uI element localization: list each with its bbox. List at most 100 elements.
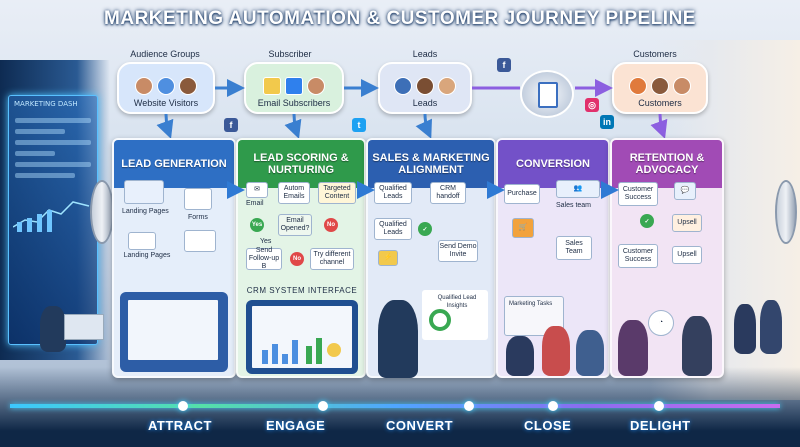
send-demo-invite-node: Send Demo Invite [438,240,478,262]
yes-badge: Yes [250,218,264,232]
qualified-leads-node-2: Qualified Leads [374,218,412,240]
yes-label: Yes [260,238,272,245]
customers-label: Customers [633,49,677,59]
purchase-node: Purchase [504,184,540,204]
facebook-icon: f [497,58,511,72]
journey-node [178,401,188,411]
website-visitors-caption: Website Visitors [133,98,199,108]
journey-engage: ENGAGE [266,418,326,433]
subscriber-label: Subscriber [268,49,312,59]
customers-caption: Customers [638,98,682,108]
team-member [682,316,712,376]
form-icon [184,188,212,210]
qualified-insights-card: Qualified Lead Insights [422,290,488,340]
screen-chart-icon [12,201,90,232]
journey-track [10,404,780,408]
screen-label: MARKETING DASH [14,100,78,108]
stage-lead-generation: LEAD GENERATION Landing Pages Forms Land… [112,138,236,378]
journey-node [318,401,328,411]
pipe-outlet [775,180,797,244]
upsell-node-2: Upsell [672,246,702,264]
avatar [629,77,647,95]
avatar [438,77,456,95]
stage-title: RETENTION & ADVOCACY [612,140,722,188]
avatar [673,77,691,95]
sales-team-node: Sales Team [556,236,592,260]
stage-title: SALES & MARKETING ALIGNMENT [368,140,494,188]
landing-page-icon [124,180,164,204]
pie-chart-icon: ◔ [648,310,674,336]
marketing-dashboard-screen: MARKETING DASH [8,95,98,345]
leads-bubble: Leads [378,62,472,114]
chat-bubble-icon: 💬 [674,182,696,200]
linkedin-icon: in [600,115,614,129]
avatar [416,77,434,95]
avatar [135,77,153,95]
crm-interface-screen [246,300,358,374]
avatar [394,77,412,95]
email-subscribers-bubble: Email Subscribers [244,62,344,114]
landing-page-icon [128,232,156,250]
customer-success-node-2: Customer Success [618,244,658,268]
autom-emails-node: Autom Emails [278,182,310,204]
send-followup-node: Send Follow-up B [246,247,282,270]
leads-label: Leads [412,49,438,59]
no-badge: No [290,252,304,266]
avatar [307,77,325,95]
stage-conversion: CONVERSION Purchase 👥 Sales team 🛒 Sales… [496,138,610,378]
team-member [542,326,570,376]
landing-pages-label-2: Landing Pages [123,252,171,259]
stage-sales-alignment: SALES & MARKETING ALIGNMENT Qualified Le… [366,138,496,378]
no-badge: No [324,218,338,232]
avatar [179,77,197,95]
leads-caption: Leads [412,98,438,108]
email-subscribers-caption: Email Subscribers [257,98,331,108]
automation-gear-icon [520,70,574,118]
facebook-icon: f [224,118,238,132]
stage-lead-scoring: LEAD SCORING & NURTURING ✉ Email Autom E… [236,138,366,378]
team-member [576,330,604,376]
journey-attract: ATTRACT [148,418,212,433]
monitor-icon [64,314,104,340]
journey-node [464,401,474,411]
office-worker [734,304,756,354]
landing-pages-label: Landing Pages [122,208,169,215]
team-icon: 👥 [556,180,600,198]
office-worker [760,300,782,354]
check-icon: ✓ [418,222,432,236]
journey-node [654,401,664,411]
crm-title: CRM SYSTEM INTERFACE [246,286,358,295]
qualified-leads-node: Qualified Leads [374,182,412,204]
journey-delight: DELIGHT [630,418,691,433]
lightning-icon: ⚡ [378,250,398,266]
qualified-insights-title: Qualified Lead Insights [437,295,477,309]
office-worker [40,306,66,352]
envelope-icon [263,77,281,95]
team-member [506,336,534,376]
journey-node [548,401,558,411]
email-label: Email [246,200,264,207]
check-icon: ✓ [640,214,654,228]
try-different-channel-node: Try different channel [310,248,354,270]
avatar [157,77,175,95]
instagram-icon: ◎ [585,98,599,112]
customers-bubble: Customers [612,62,708,114]
upsell-node: Upsell [672,214,702,232]
avatar [651,77,669,95]
clipboard-icon [538,82,558,108]
crm-chart-icon [262,338,341,364]
email-opened-decision: Email Opened? [278,214,312,236]
journey-convert: CONVERT [386,418,454,433]
page-title: MARKETING AUTOMATION & CUSTOMER JOURNEY … [104,8,696,29]
dashboard-screen [120,292,228,372]
website-visitors-bubble: Website Visitors [117,62,215,114]
targeted-content-node: Targeted Content [318,182,356,204]
marketing-tasks-label: Marketing Tasks [509,301,553,307]
mail-window-icon [285,77,303,95]
team-member [618,320,648,376]
stage-title: LEAD SCORING & NURTURING [238,140,364,188]
journey-close: CLOSE [524,418,572,433]
envelope-icon: ✉ [246,182,268,198]
